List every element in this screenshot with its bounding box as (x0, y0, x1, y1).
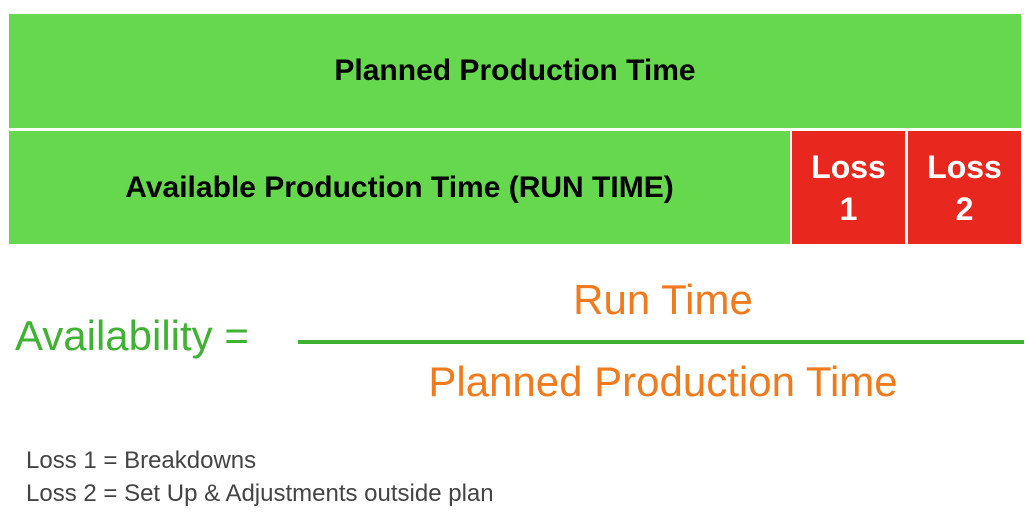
formula-denominator: Planned Production Time (428, 358, 898, 405)
loss-2-block: Loss 2 (908, 131, 1021, 244)
availability-formula-lhs: Availability = (15, 312, 249, 359)
loss-1-label-number: 1 (839, 190, 858, 227)
available-production-time-label: Available Production Time (RUN TIME) (125, 170, 674, 204)
loss-2-label: Loss 2 (927, 146, 1002, 230)
loss-1-label-word: Loss (811, 148, 886, 185)
planned-production-time-block: Planned Production Time (9, 14, 1021, 128)
legend-loss-1: Loss 1 = Breakdowns (26, 447, 257, 474)
available-production-time-block: Available Production Time (RUN TIME) (9, 131, 790, 244)
loss-1-label: Loss 1 (811, 146, 886, 230)
fraction-line (298, 340, 1024, 344)
loss-2-label-number: 2 (955, 190, 974, 227)
legend-loss-2: Loss 2 = Set Up & Adjustments outside pl… (26, 480, 494, 507)
loss-2-label-word: Loss (927, 148, 1002, 185)
formula-numerator: Run Time (573, 276, 753, 323)
loss-1-block: Loss 1 (792, 131, 905, 244)
planned-production-time-label: Planned Production Time (334, 54, 696, 87)
